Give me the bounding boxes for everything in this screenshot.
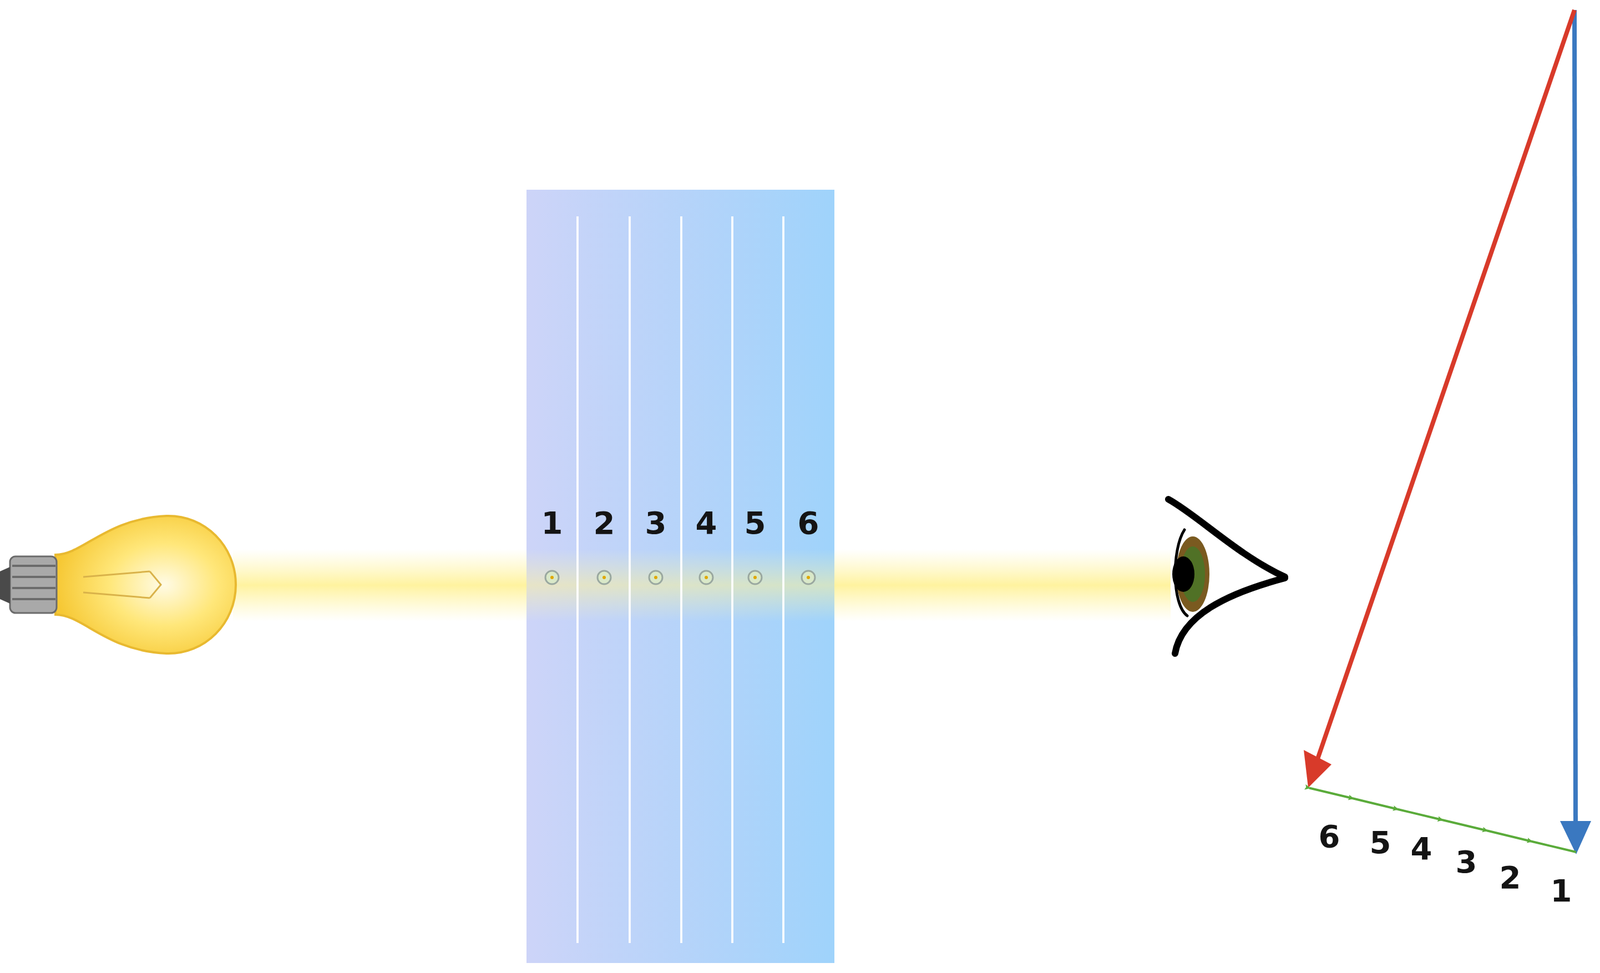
glass-slab [526, 189, 835, 964]
layer-number: 6 [797, 507, 820, 539]
vector-index: 4 [1410, 833, 1433, 865]
layer-number: 2 [593, 507, 616, 539]
layer-number: 3 [645, 507, 667, 539]
layer-number: 1 [541, 507, 564, 539]
vector-index: 3 [1455, 846, 1478, 878]
vector-index: 1 [1550, 875, 1573, 907]
light-beam [233, 549, 1171, 622]
layer-number: 5 [744, 507, 767, 539]
eye [1168, 499, 1285, 654]
vector-diagram [1303, 9, 1592, 855]
vector-index: 6 [1318, 821, 1341, 853]
light-bulb [0, 515, 236, 654]
scatter-centres [550, 575, 810, 580]
layer-number: 4 [695, 507, 718, 539]
layer-boundaries [577, 216, 784, 944]
scatter-points [545, 570, 815, 585]
vector-index: 5 [1369, 827, 1392, 859]
vector-index: 2 [1499, 862, 1522, 894]
